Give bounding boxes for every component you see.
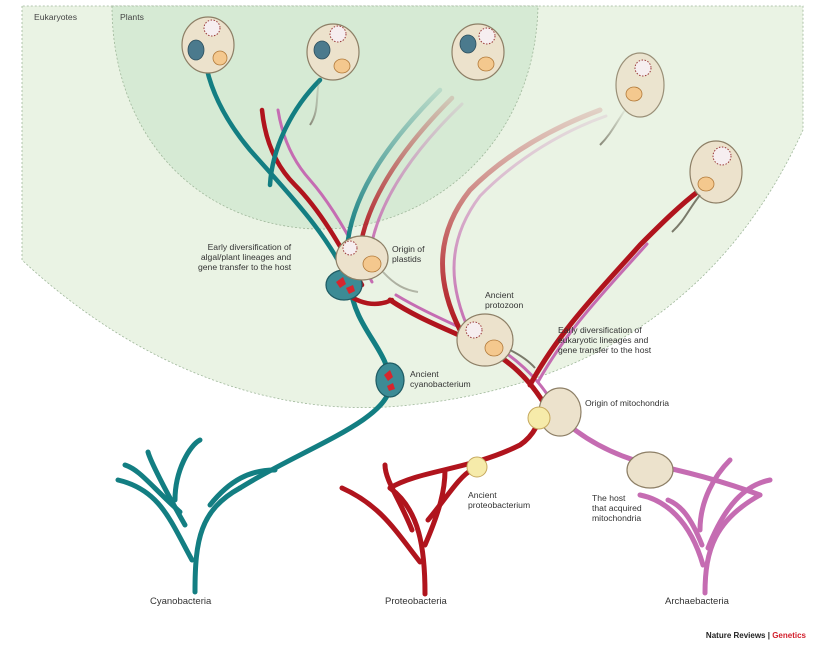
label-origin-of-mitochondria: Origin of mitochondria <box>585 398 670 408</box>
cyanobacteria-branch <box>172 437 203 503</box>
cyanobacteria-branch <box>122 462 183 515</box>
label-origin-of-plastids: Origin of plastids <box>392 244 425 264</box>
cyanobacteria-branch <box>115 477 195 563</box>
label-proteobacteria: Proteobacteria <box>385 596 447 607</box>
archaebacteria-branch <box>665 497 705 548</box>
plant-lineage-teal-b <box>267 77 323 188</box>
proteobacteria-branch <box>339 485 423 565</box>
label-host-that-acquired-mitochondria: The host that acquired mitochondria <box>592 493 642 523</box>
plastid-host-cell <box>335 235 419 293</box>
plant-cell-right <box>451 23 505 81</box>
protozoan-cell-upper <box>599 52 665 146</box>
proteobacteria-branch <box>425 467 475 523</box>
eukaryotes-label: Eukaryotes <box>34 12 77 22</box>
plant-lineage-red-c <box>357 95 455 251</box>
protozoan-cell-right <box>671 140 743 233</box>
credit-separator: | <box>765 631 773 640</box>
proteobacteria-branch <box>382 462 415 533</box>
plants-label: Plants <box>120 12 144 22</box>
archaebacteria-branch <box>705 477 773 551</box>
journal-credit: Nature Reviews | Genetics <box>706 631 806 640</box>
archaebacteria-branch <box>697 457 733 533</box>
plant-lineage-teal <box>202 57 353 288</box>
archaebacteria-trunk <box>702 492 763 596</box>
mitochondria-origin-cell <box>527 387 582 437</box>
label-cyanobacteria: Cyanobacteria <box>150 596 212 607</box>
plant-cell-middle <box>306 23 360 126</box>
journal-subtitle: Genetics <box>772 631 806 640</box>
label-early-eukaryotic-diversification: Early diversification of eukaryotic line… <box>558 325 652 355</box>
ancient-proteobacterium-cell <box>466 456 488 478</box>
proteobacteria-trunk <box>387 485 428 597</box>
cyanobacteria-branch <box>145 449 188 528</box>
label-ancient-proteobacterium: Ancient proteobacterium <box>468 490 531 510</box>
archaebacteria-branch <box>637 492 706 568</box>
label-early-algal-diversification: Early diversification of algal/plant lin… <box>198 242 292 272</box>
cyanobacteria-trunk <box>192 485 243 595</box>
plant-lineage-pink-c <box>368 102 464 254</box>
ancient-protozoon-cell <box>456 313 536 369</box>
archaebacterial-host-cell <box>626 451 674 489</box>
eukaryote-branch-red <box>527 187 703 388</box>
journal-name: Nature Reviews <box>705 631 766 640</box>
label-ancient-protozoon: Ancient protozoon <box>485 290 524 310</box>
plant-lineage-teal-c <box>345 87 443 243</box>
plant-cell-left <box>181 16 235 74</box>
eukaryote-branch-pink <box>536 242 649 384</box>
label-ancient-cyanobacterium: Ancient cyanobacterium <box>410 369 471 389</box>
eukaryote-branch-red <box>440 107 603 333</box>
ancient-cyanobacterium-cell <box>375 362 405 398</box>
label-archaebacteria: Archaebacteria <box>665 596 729 607</box>
eukaryote-branch-pink <box>452 114 608 335</box>
